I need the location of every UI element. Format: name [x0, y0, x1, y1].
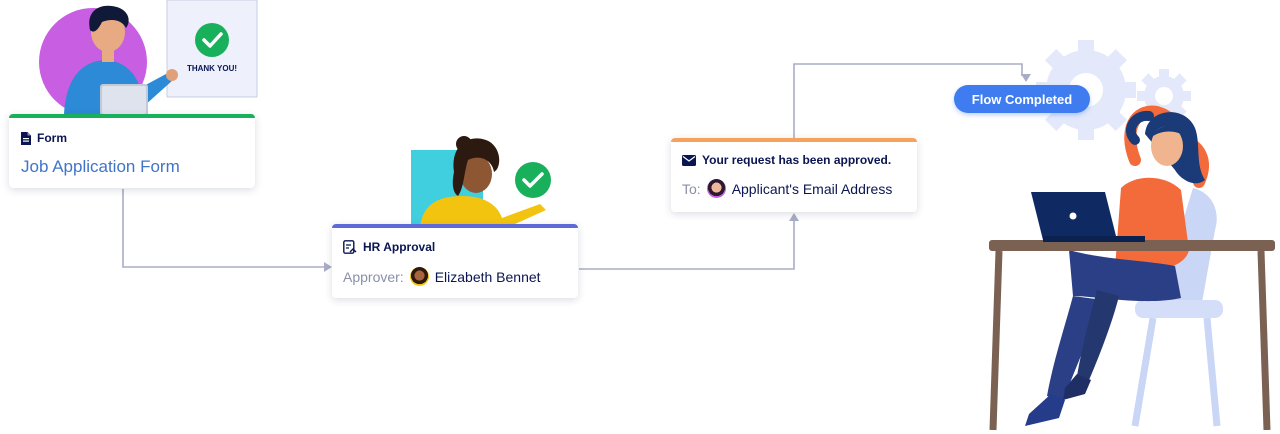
approver-name: Elizabeth Bennet: [434, 268, 541, 285]
email-card-header: Your request has been approved.: [682, 153, 891, 167]
form-card-label: Form: [37, 131, 67, 145]
hr-approval-card[interactable]: HR Approval Approver: Elizabeth Bennet: [332, 224, 578, 298]
hr-approval-header: HR Approval: [343, 240, 435, 254]
approver-label: Approver:: [343, 268, 404, 285]
recipient-label: To:: [682, 180, 701, 197]
form-card[interactable]: Form Job Application Form: [9, 114, 255, 188]
form-card-header: Form: [21, 131, 67, 145]
approver-row: Approver: Elizabeth Bennet: [343, 267, 541, 286]
hr-approval-label: HR Approval: [363, 240, 436, 254]
flow-completed-badge: Flow Completed: [954, 85, 1090, 113]
approval-stamp-icon: [343, 240, 357, 254]
connector-email-to-completed: [793, 63, 1023, 138]
arrowhead-email: [789, 213, 799, 221]
arrowhead-approval: [324, 262, 332, 272]
applicant-illustration: THANK YOU!: [39, 0, 258, 116]
document-icon: [21, 131, 31, 145]
email-subject: Your request has been approved.: [702, 153, 892, 167]
form-card-accent: [9, 114, 255, 118]
envelope-icon: [682, 154, 696, 166]
thank-you-text: THANK YOU!: [187, 64, 237, 73]
email-card-accent: [671, 138, 917, 142]
form-title[interactable]: Job Application Form: [21, 157, 180, 176]
recipient-address: Applicant's Email Address: [731, 180, 893, 197]
avatar: [706, 179, 726, 198]
hr-approval-accent: [332, 224, 578, 228]
email-notification-card[interactable]: Your request has been approved. To: Appl…: [671, 138, 917, 212]
avatar: [409, 267, 429, 286]
recipient-row: To: Applicant's Email Address: [682, 179, 892, 198]
checkmark-icon: [515, 162, 551, 198]
relaxing-person-illustration: [989, 105, 1275, 430]
approver-illustration: [411, 136, 551, 228]
connector-form-to-approval: [122, 189, 326, 268]
connector-approval-to-email: [579, 219, 795, 270]
checkmark-icon: [195, 23, 229, 57]
arrowhead-completed: [1021, 74, 1031, 82]
